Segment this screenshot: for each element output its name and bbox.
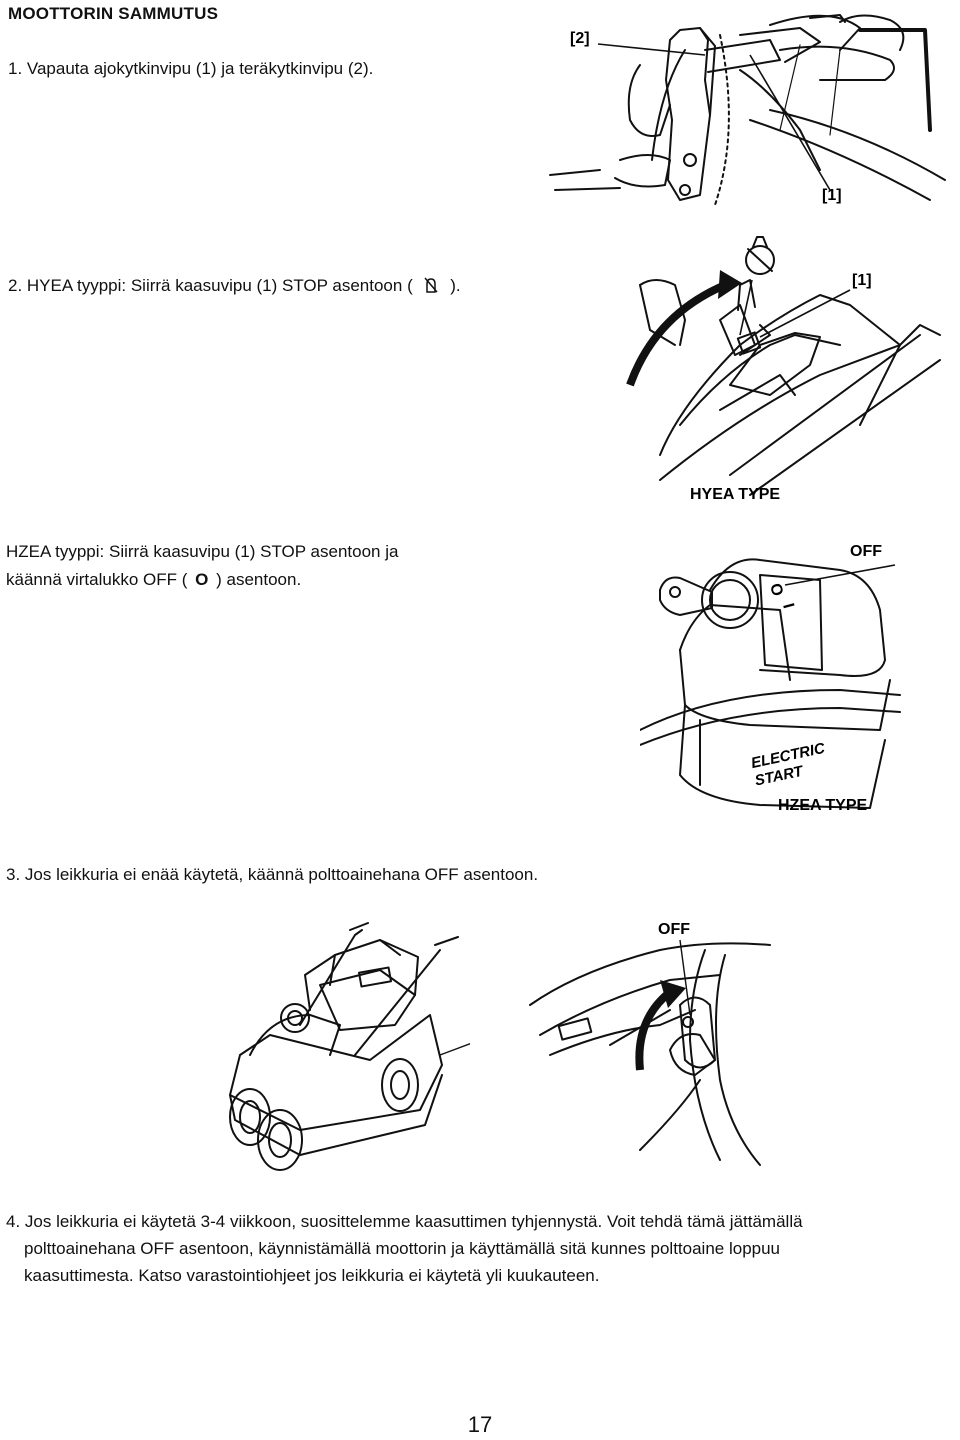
hzea-text-line-2-end: ) asentoon.	[216, 570, 302, 589]
figure-hyea-throttle: [1] HYEA TYPE	[626, 236, 941, 503]
fig4-label-off: OFF	[658, 921, 690, 938]
stop-symbol-icon	[423, 275, 439, 302]
figure-hzea-switch: O I OFF ELECTRIC START HZEA TYPE	[640, 543, 901, 814]
fig3-switch-o: O	[766, 582, 786, 598]
step-3-text: 3. Jos leikkuria ei enää käytetä, käännä…	[6, 865, 539, 884]
figure-handle-levers: [2] [1]	[549, 14, 946, 206]
hzea-text-line-1: HZEA tyyppi: Siirrä kaasuvipu (1) STOP a…	[6, 542, 399, 561]
step-2-text-start: 2. HYEA tyyppi: Siirrä kaasuvipu (1) STO…	[8, 276, 413, 295]
fig2-label-1: [1]	[852, 272, 872, 289]
off-symbol: O	[195, 570, 209, 589]
figure-fuel-valve: OFF	[529, 921, 771, 1166]
step-4-line-2: polttoainehana OFF asentoon, käynnistämä…	[24, 1239, 781, 1258]
fig3-label-off: OFF	[850, 543, 882, 560]
step-1-text: 1. Vapauta ajokytkinvipu (1) ja teräkytk…	[8, 59, 374, 78]
fig1-label-1: [1]	[822, 187, 842, 204]
hzea-text-line-2: käännä virtalukko OFF ( O ) asentoon.	[6, 566, 301, 593]
page-number: 17	[467, 1412, 493, 1437]
fig2-caption: HYEA TYPE	[690, 486, 780, 503]
step-4-line-3: kaasuttimesta. Katso varastointiohjeet j…	[24, 1266, 600, 1285]
step-4-line-1: 4. Jos leikkuria ei käytetä 3-4 viikkoon…	[6, 1212, 803, 1231]
step-2-text: 2. HYEA tyyppi: Siirrä kaasuvipu (1) STO…	[8, 272, 461, 302]
step-2-text-end: ).	[450, 276, 461, 295]
fig3-caption: HZEA TYPE	[778, 797, 868, 814]
fig3-switch-i: I	[779, 602, 797, 611]
step-4-paragraph: 4. Jos leikkuria ei käytetä 3-4 viikkoon…	[6, 1208, 954, 1289]
figure-lawn-mower	[229, 922, 470, 1171]
hzea-text-line-2-start: käännä virtalukko OFF (	[6, 570, 188, 589]
page-title: MOOTTORIN SAMMUTUS	[8, 4, 219, 23]
fig1-label-2: [2]	[570, 30, 590, 47]
